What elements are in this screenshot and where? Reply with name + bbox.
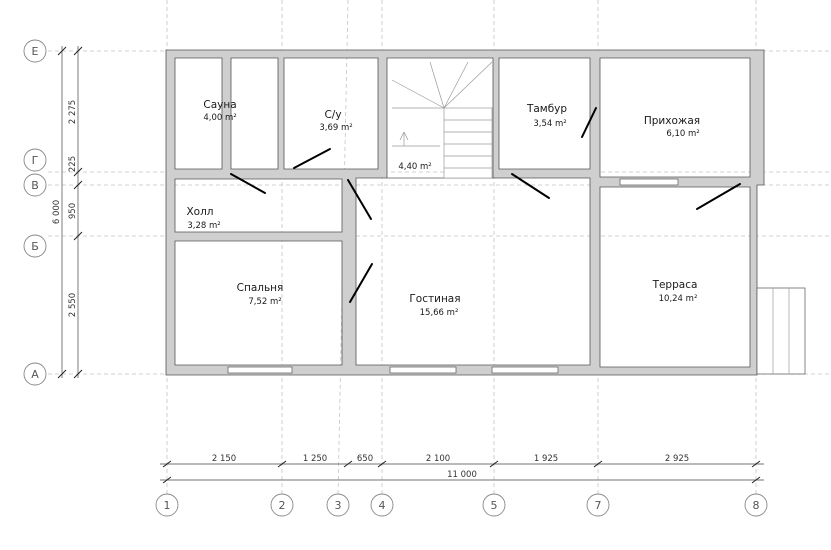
axis-marker-A: А	[23, 362, 47, 386]
room-name-hall: Холл	[186, 206, 213, 218]
svg-text:2: 2	[279, 499, 286, 512]
room-name-terrace: Терраса	[652, 279, 698, 291]
axis-marker-V: В	[23, 173, 47, 197]
axis-marker-5: 5	[482, 493, 506, 517]
dim-h-2: 1 250	[303, 454, 327, 464]
dim-v-2: 225	[68, 156, 78, 172]
axis-marker-2: 2	[270, 493, 294, 517]
room-area-hall: 3,28 m²	[187, 221, 220, 231]
dim-v-1: 2 275	[68, 100, 78, 124]
room-area-living: 15,66 m²	[420, 308, 459, 318]
axis-marker-3: 3	[326, 493, 350, 517]
building-walls	[165, 49, 765, 376]
dim-h-5: 1 925	[534, 454, 558, 464]
dim-h-total: 11 000	[447, 470, 477, 480]
svg-text:Б: Б	[31, 240, 39, 253]
room-area-terrace: 10,24 m²	[659, 294, 698, 304]
axis-marker-1: 1	[155, 493, 179, 517]
axis-marker-B: Б	[23, 234, 47, 258]
axis-markers-vertical: Е Г В Б А	[23, 39, 47, 386]
staircase	[391, 61, 493, 179]
svg-text:В: В	[31, 179, 39, 192]
room-area-bedroom: 7,52 m²	[248, 297, 281, 307]
grid-lines	[48, 0, 831, 496]
dim-h-4: 2 100	[426, 454, 450, 464]
dim-h-6: 2 925	[665, 454, 689, 464]
room-labels: Сауна 4,00 m² С/у 3,69 m² 4,40 m² Тамбур…	[186, 99, 700, 318]
dimension-chain-vertical: 2 275 225 950 2 550 6 000	[52, 46, 83, 379]
dim-v-4: 2 550	[68, 293, 78, 317]
room-name-wc: С/у	[324, 109, 341, 121]
dim-h-1: 2 150	[212, 454, 236, 464]
room-area-tambur: 3,54 m²	[533, 119, 566, 129]
terrace-deck	[756, 287, 806, 375]
svg-text:Е: Е	[32, 45, 39, 58]
svg-text:3: 3	[335, 499, 342, 512]
svg-text:4: 4	[379, 499, 386, 512]
dim-v-total: 6 000	[52, 200, 62, 224]
room-area-wc: 3,69 m²	[319, 123, 352, 133]
room-area-stair: 4,40 m²	[398, 162, 431, 172]
svg-text:А: А	[31, 368, 39, 381]
svg-text:8: 8	[753, 499, 760, 512]
dim-v-3: 950	[68, 203, 78, 219]
svg-text:Г: Г	[32, 154, 39, 167]
svg-text:5: 5	[491, 499, 498, 512]
room-name-sauna: Сауна	[203, 99, 236, 111]
room-name-living: Гостиная	[409, 293, 460, 305]
axis-marker-E: Е	[23, 39, 47, 63]
dim-h-3: 650	[357, 454, 373, 464]
room-name-bedroom: Спальня	[237, 282, 284, 294]
windows	[227, 178, 679, 374]
axis-marker-8: 8	[744, 493, 768, 517]
room-name-entry: Прихожая	[644, 115, 700, 127]
room-name-tambur: Тамбур	[526, 103, 567, 115]
axis-marker-7: 7	[586, 493, 610, 517]
axis-marker-G: Г	[23, 148, 47, 172]
axis-marker-4: 4	[370, 493, 394, 517]
room-area-entry: 6,10 m²	[666, 129, 699, 139]
axis-markers-horizontal: 1 2 3 4 5 7 8	[155, 493, 768, 517]
door-swings	[230, 107, 741, 303]
room-area-sauna: 4,00 m²	[203, 113, 236, 123]
svg-text:7: 7	[595, 499, 602, 512]
svg-text:1: 1	[164, 499, 171, 512]
dimension-chain-horizontal: 2 150 1 250 650 2 100 1 925 2 925 11 000	[160, 454, 764, 484]
